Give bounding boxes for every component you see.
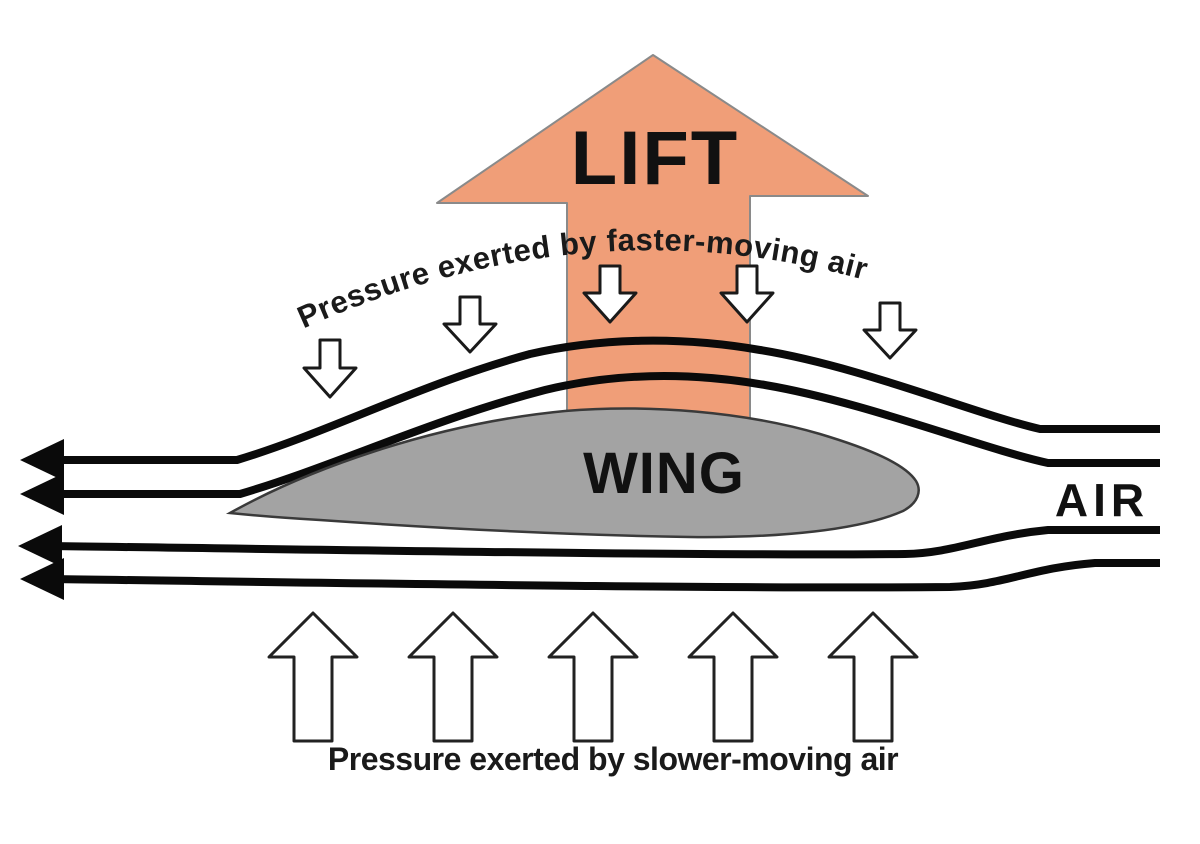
streamline-lower-2 <box>49 559 1160 592</box>
lift-label: LIFT <box>571 116 739 201</box>
down-pressure-arrow-4 <box>719 264 775 324</box>
wing-label: WING <box>583 441 745 506</box>
flow-arrowhead-1 <box>20 439 64 481</box>
streamline-upper-1 <box>50 336 1160 464</box>
down-pressure-arrow-3 <box>582 264 638 324</box>
flow-arrowhead-2 <box>20 473 64 515</box>
up-pressure-arrow-4 <box>687 611 779 743</box>
wing-airfoil <box>225 407 920 539</box>
streamline-lower-1 <box>49 526 1160 559</box>
up-pressure-arrow-2 <box>407 611 499 743</box>
up-pressure-arrow-3 <box>547 611 639 743</box>
down-pressure-arrow-2 <box>442 295 498 354</box>
slower-air-caption: Pressure exerted by slower-moving air <box>328 741 898 777</box>
flow-arrowhead-3 <box>18 525 62 567</box>
streamline-upper-2 <box>50 372 1160 498</box>
up-pressure-arrow-5 <box>827 611 919 743</box>
air-label: AIR <box>1055 474 1149 526</box>
flow-arrowhead-4 <box>20 558 64 600</box>
down-pressure-arrow-5 <box>862 301 918 360</box>
up-pressure-arrow-1 <box>267 611 359 743</box>
down-pressure-arrow-1 <box>302 338 358 399</box>
